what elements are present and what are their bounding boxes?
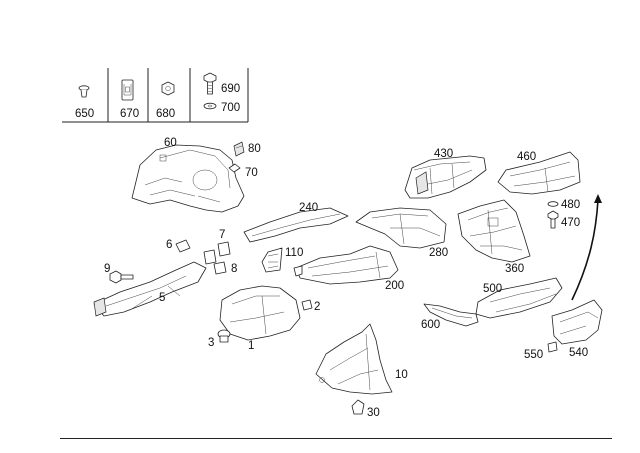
callout-8: 8 (231, 263, 237, 275)
part-500-drawing (475, 277, 563, 319)
part-6-drawing (175, 239, 191, 253)
part-200-drawing (295, 245, 399, 285)
callout-9: 9 (104, 263, 110, 275)
callout-280: 280 (429, 247, 448, 259)
fastener-legend: 650 670 680 690 700 (62, 68, 249, 123)
callout-470: 470 (561, 217, 580, 229)
hex-nut-icon (161, 81, 175, 96)
part-5-drawing (93, 261, 207, 317)
part-470-drawing (547, 210, 559, 229)
part-480-drawing (547, 201, 559, 207)
callout-3: 3 (208, 337, 214, 349)
part-280-drawing (355, 207, 447, 249)
callout-500: 500 (483, 283, 502, 295)
legend-label-690: 690 (221, 83, 240, 95)
callout-70: 70 (245, 167, 258, 179)
part-70-drawing (228, 163, 241, 173)
part-600-drawing (423, 303, 479, 327)
part-60-drawing (131, 144, 245, 213)
part-360-drawing (457, 199, 531, 263)
part-10-drawing (315, 323, 393, 395)
leader-arrow (571, 194, 602, 301)
callout-550: 550 (524, 349, 543, 361)
part-430-drawing (404, 155, 487, 199)
callout-30: 30 (367, 407, 380, 419)
part-460-drawing (497, 151, 581, 195)
clip-nut-icon (121, 79, 134, 101)
part-7-drawing (203, 241, 231, 265)
callout-360: 360 (505, 263, 524, 275)
legend-label-680: 680 (156, 108, 175, 120)
legend-label-700: 700 (221, 102, 240, 114)
bolt-icon (203, 72, 217, 95)
part-9-drawing (109, 270, 134, 284)
callout-460: 460 (517, 151, 536, 163)
part-80-drawing (233, 141, 245, 157)
push-rivet-icon (78, 85, 90, 98)
callout-200: 200 (385, 280, 404, 292)
callout-480: 480 (561, 199, 580, 211)
part-30-drawing (351, 399, 365, 415)
part-550-drawing (547, 341, 558, 353)
callout-60: 60 (164, 137, 177, 149)
part-1-drawing (219, 285, 301, 341)
part-8-drawing (213, 261, 227, 275)
washer-icon (203, 102, 217, 110)
callout-430: 430 (434, 148, 453, 160)
callout-labels: 60 80 70 430 460 480 470 240 280 360 6 7… (104, 137, 588, 419)
callout-600: 600 (421, 319, 440, 331)
callout-1: 1 (248, 340, 254, 352)
part-3-drawing (217, 329, 231, 343)
callout-5: 5 (159, 292, 165, 304)
callout-7: 7 (219, 229, 225, 241)
bottom-rule (60, 438, 612, 439)
callout-110: 110 (285, 247, 303, 259)
callout-540: 540 (569, 347, 588, 359)
callout-80: 80 (248, 143, 261, 155)
part-2-drawing (301, 299, 313, 311)
part-540-drawing (551, 299, 603, 345)
legend-label-670: 670 (120, 108, 139, 120)
callout-2: 2 (314, 301, 320, 313)
part-240-drawing (243, 207, 349, 243)
callout-6: 6 (166, 239, 172, 251)
callout-10: 10 (395, 369, 408, 381)
callout-240: 240 (299, 202, 318, 214)
legend-label-650: 650 (75, 108, 94, 120)
part-110-drawing (261, 247, 303, 277)
